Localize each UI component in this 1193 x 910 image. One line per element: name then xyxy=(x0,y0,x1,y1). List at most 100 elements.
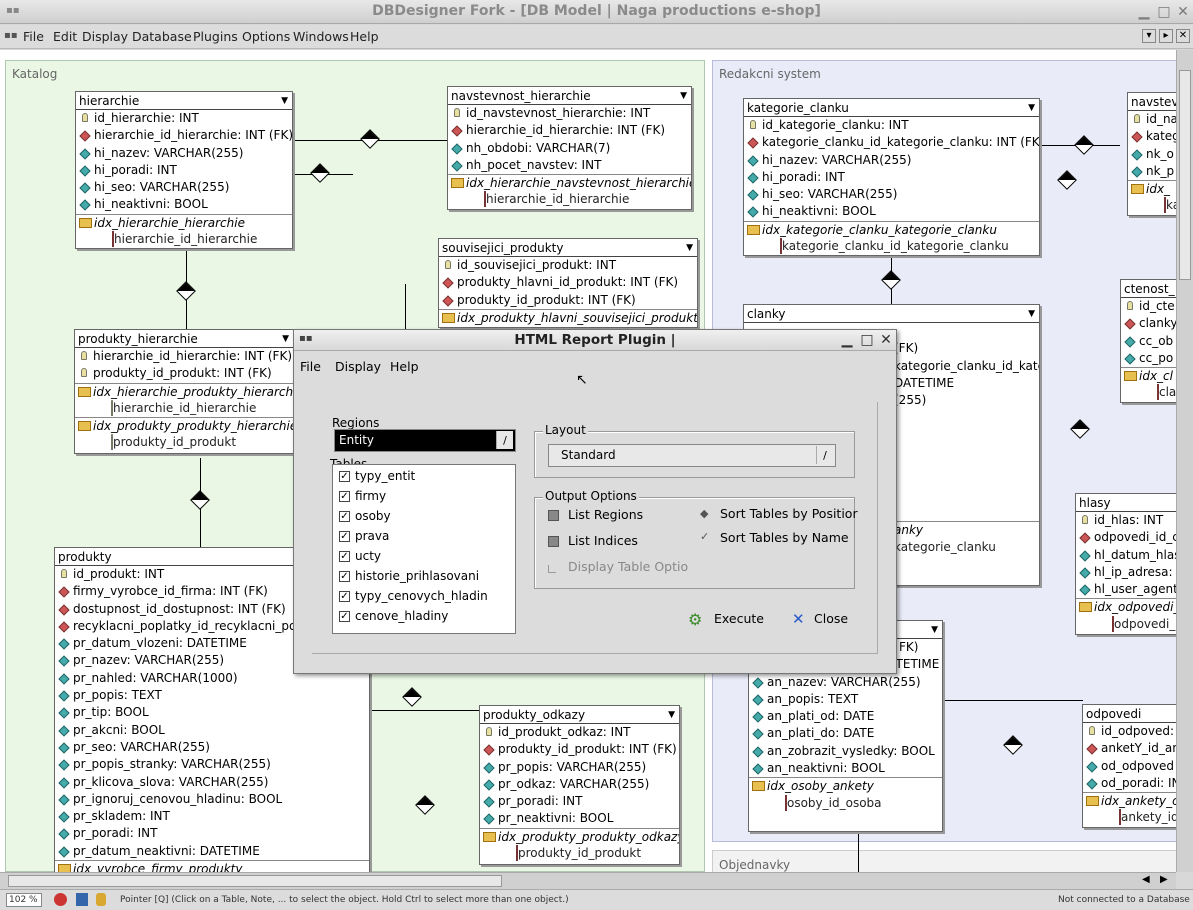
dropdown-icon[interactable]: ▼ xyxy=(686,243,693,253)
html-report-dialog[interactable]: ▪▪ HTML Report Plugin | ▁ □ ✕ File Displ… xyxy=(293,329,897,674)
table-checkbox[interactable]: ✓osoby xyxy=(339,509,391,523)
close-button[interactable]: ✕ Close xyxy=(792,610,849,628)
table-checkbox[interactable]: ✓cenove_hladiny xyxy=(339,609,449,623)
vertical-scrollbar[interactable] xyxy=(1176,50,1193,872)
table-odpovedi[interactable]: odpovedi id_odpoved: anketY_id_an od_odp… xyxy=(1082,704,1176,828)
menu-windows[interactable]: Windows xyxy=(293,29,349,44)
scrollbar-thumb[interactable] xyxy=(8,875,502,887)
dropdown-icon[interactable]: ▼ xyxy=(668,710,675,720)
column-icon xyxy=(58,673,70,685)
table-produkty-odkazy[interactable]: produkty_odkazy▼ id_produkt_odkaz: INT p… xyxy=(479,705,680,865)
primary-key-icon xyxy=(81,368,87,378)
relation-line xyxy=(405,284,406,329)
dialog-maximize-icon[interactable]: □ xyxy=(860,332,874,348)
foreign-key-icon xyxy=(516,845,518,862)
dialog-menu-file[interactable]: File xyxy=(300,359,321,374)
column: an_popis: TEXT xyxy=(767,691,859,706)
display-table-options-checkbox[interactable]: Display Table Optio xyxy=(548,559,688,574)
table-checkbox[interactable]: ✓firmy xyxy=(339,489,387,503)
database-icon[interactable] xyxy=(96,893,106,906)
index-column: hierarchie_id_hierarchie xyxy=(486,192,630,207)
dialog-close-icon[interactable]: ✕ xyxy=(880,332,892,348)
table-produkty-hierarchie[interactable]: produkty_hierarchie▼ hierarchie_id_hiera… xyxy=(74,329,294,454)
menu-plugins[interactable]: Plugins xyxy=(193,29,238,44)
dropdown-icon[interactable]: ▼ xyxy=(282,334,289,344)
foreign-key-icon xyxy=(1079,532,1091,544)
list-indices-checkbox[interactable]: List Indices xyxy=(548,533,638,548)
dropdown-icon[interactable]: ▼ xyxy=(680,91,687,101)
dialog-menu-icon[interactable]: ▪▪ xyxy=(299,333,313,344)
dropdown-icon[interactable]: ▼ xyxy=(931,625,938,635)
table-produkty[interactable]: produkty id_produkt: INT firmy_vyrobce_i… xyxy=(54,547,370,872)
column: firmy_vyrobce_id_firma: INT (FK) xyxy=(73,584,268,599)
sort-by-name-radio[interactable]: ✓Sort Tables by Name xyxy=(700,530,849,545)
list-regions-checkbox[interactable]: List Regions xyxy=(548,507,643,522)
scrollbar-thumb[interactable] xyxy=(1179,70,1191,280)
index-name: idx_produkty_hlavni_souvisejici_produkty xyxy=(457,310,698,325)
foreign-key-icon xyxy=(1124,318,1136,330)
menu-database[interactable]: Database xyxy=(132,29,192,44)
close-icon[interactable]: ✕ xyxy=(1177,4,1189,20)
scroll-left-icon[interactable]: ◀ xyxy=(1142,874,1150,885)
table-souvisejici-produkty[interactable]: souvisejici_produkty▼ id_souvisejici_pro… xyxy=(438,238,698,328)
table-name: hlasy xyxy=(1079,496,1111,510)
dropdown-arrow-icon[interactable]: / xyxy=(496,431,513,449)
mdi-restore-icon[interactable]: ▸ xyxy=(1159,29,1173,43)
table-ctenost-clanku[interactable]: ctenost_ id_cte clanky cc_ob cc_po idx_c… xyxy=(1120,279,1176,403)
table-name: navstevnost_hierarchie xyxy=(451,89,591,103)
dropdown-arrow-icon[interactable]: / xyxy=(816,446,833,464)
stop-icon[interactable] xyxy=(54,893,67,906)
dropdown-icon[interactable]: ▼ xyxy=(1028,309,1035,319)
column: an_plati_od: DATE xyxy=(767,709,875,724)
mdi-minimize-icon[interactable]: ▾ xyxy=(1142,29,1156,43)
table-hierarchie[interactable]: hierarchie▼ id_hierarchie: INT hierarchi… xyxy=(75,91,293,249)
scroll-right-icon[interactable]: ▶ xyxy=(1160,874,1168,885)
table-name: odpovedi xyxy=(1086,707,1142,721)
table-name: produkty_hierarchie xyxy=(78,332,198,346)
column: an_plati_do: DATE xyxy=(767,726,875,741)
execute-button[interactable]: ⚙ Execute xyxy=(688,610,764,629)
index-name: idx_hierarchie_produkty_hierarchie xyxy=(93,384,294,399)
dialog-titlebar[interactable]: ▪▪ HTML Report Plugin | ▁ □ ✕ xyxy=(294,330,896,351)
index-name: anky xyxy=(894,523,924,538)
save-icon[interactable] xyxy=(76,893,88,906)
menu-edit[interactable]: Edit xyxy=(53,29,78,44)
menu-help[interactable]: Help xyxy=(350,29,379,44)
table-kategorie-clanku[interactable]: kategorie_clanku▼ id_kategorie_clanku: I… xyxy=(743,98,1040,256)
mdi-close-icon[interactable]: ✕ xyxy=(1176,29,1190,43)
model-canvas[interactable]: Katalog Redakcni system Objednavky hiera… xyxy=(0,50,1176,872)
table-checkbox[interactable]: ✓historie_prihlasovani xyxy=(339,569,480,583)
column: pr_datum_neaktivni: DATETIME xyxy=(73,843,260,858)
tables-list[interactable]: ✓typy_entit ✓firmy ✓osoby ✓prava ✓ucty ✓… xyxy=(332,464,516,634)
mdi-menu-icon[interactable]: ▪▪ xyxy=(4,30,18,41)
horizontal-scrollbar[interactable]: ◀ ▶ xyxy=(0,872,1176,889)
layout-dropdown[interactable]: Standard / xyxy=(548,444,836,467)
regions-dropdown[interactable]: Entity / xyxy=(334,429,516,452)
dropdown-icon[interactable]: ▼ xyxy=(281,96,288,106)
menu-display[interactable]: Display xyxy=(82,29,129,44)
maximize-icon[interactable]: □ xyxy=(1157,4,1171,20)
table-hlasy[interactable]: hlasy id_hlas: INT odpovedi_id_c hl_datu… xyxy=(1075,493,1176,635)
table-checkbox[interactable]: ✓prava xyxy=(339,529,390,543)
menu-file[interactable]: File xyxy=(23,29,44,44)
table-checkbox[interactable]: ✓ucty xyxy=(339,549,382,563)
index-name: idx_odpovedi_ xyxy=(1094,600,1176,615)
zoom-field[interactable]: 102 % xyxy=(6,893,42,907)
sort-by-position-radio[interactable]: ◆Sort Tables by Positior xyxy=(700,506,858,521)
column: od_poradi: IN xyxy=(1101,775,1176,790)
column-icon xyxy=(79,199,91,212)
table-navstevnost-kategorie[interactable]: navstev id_na kateg nk_o nk_p idx_ ka xyxy=(1127,92,1176,216)
dialog-menu-help[interactable]: Help xyxy=(390,359,419,374)
foreign-key-icon xyxy=(58,603,70,616)
table-checkbox[interactable]: ✓typy_cenovych_hladin xyxy=(339,589,488,603)
table-navstevnost-hierarchie[interactable]: navstevnost_hierarchie▼ id_navstevnost_h… xyxy=(447,86,692,210)
dialog-minimize-icon[interactable]: ▁ xyxy=(841,332,853,348)
menu-options[interactable]: Options xyxy=(242,29,291,44)
column: cc_po xyxy=(1139,350,1174,365)
dropdown-icon[interactable]: ▼ xyxy=(1028,103,1035,113)
region-objednavky[interactable]: Objednavky xyxy=(712,850,1176,872)
table-checkbox[interactable]: ✓typy_entit xyxy=(339,469,416,483)
minimize-icon[interactable]: ▁ xyxy=(1138,4,1150,20)
window-menu-icon[interactable]: ▪▪ xyxy=(6,5,20,16)
dialog-menu-display[interactable]: Display xyxy=(335,359,382,374)
